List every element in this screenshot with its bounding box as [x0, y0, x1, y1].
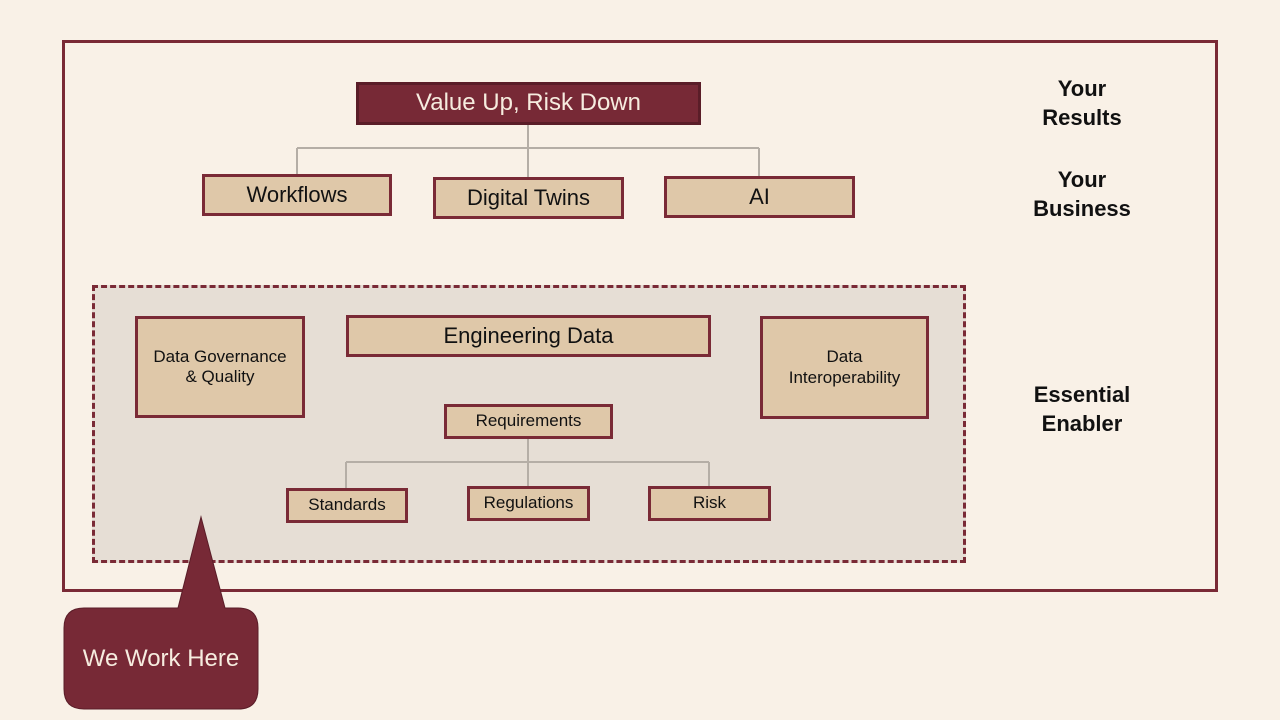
standards-box: Standards: [286, 488, 408, 523]
outer-frame: [62, 40, 1218, 592]
regulations-box: Regulations: [467, 486, 590, 521]
requirements-label: Requirements: [475, 411, 582, 431]
data-interoperability-box: Data Interoperability: [760, 316, 929, 419]
digital-twins-label: Digital Twins: [466, 184, 591, 210]
workflows-box: Workflows: [202, 174, 392, 216]
data-interoperability-label: Data Interoperability: [788, 347, 901, 387]
ai-label: AI: [749, 183, 770, 209]
we-work-here-callout: We Work Here: [64, 608, 258, 709]
your-business-label: Your Business: [1033, 167, 1131, 221]
essential-enabler-label: Essential Enabler: [1033, 382, 1131, 436]
value-up-risk-down-box: Value Up, Risk Down: [356, 82, 701, 125]
regulations-label: Regulations: [483, 493, 574, 513]
standards-label: Standards: [308, 495, 386, 515]
risk-box: Risk: [648, 486, 771, 521]
we-work-here-label: We Work Here: [82, 644, 240, 672]
requirements-box: Requirements: [444, 404, 613, 439]
data-governance-label: Data Governance & Quality: [153, 346, 287, 386]
engineering-data-label: Engineering Data: [443, 322, 614, 348]
engineering-data-box: Engineering Data: [346, 315, 711, 357]
data-governance-box: Data Governance & Quality: [135, 316, 305, 418]
risk-label: Risk: [692, 493, 727, 513]
value-up-risk-down-label: Value Up, Risk Down: [416, 89, 641, 117]
digital-twins-box: Digital Twins: [433, 177, 624, 219]
your-results-label: Your Results: [1042, 76, 1122, 130]
workflows-label: Workflows: [246, 181, 348, 207]
ai-box: AI: [664, 176, 855, 218]
